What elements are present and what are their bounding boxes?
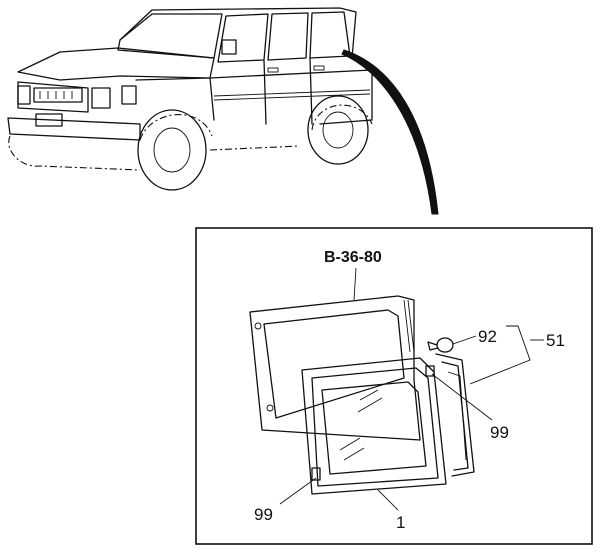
reference-leader (353, 267, 357, 301)
rear-door-window (267, 12, 309, 61)
window-glass (321, 381, 427, 475)
reference-label: B-36-80 (324, 249, 382, 266)
leader-92 (452, 335, 477, 345)
fastener-99-top (425, 365, 435, 377)
headlight-side (121, 85, 137, 105)
detail-pointer-arrow (341, 49, 439, 215)
front-wheel (137, 109, 207, 191)
leader-1 (377, 489, 399, 511)
fastener-92 (427, 337, 454, 353)
callout-1: 1 (396, 513, 405, 532)
leader-99-left (279, 477, 317, 505)
callout-51: 51 (546, 331, 565, 350)
license-plate (35, 113, 63, 127)
detail-frame (195, 227, 593, 545)
quarter-glass-assembly (301, 357, 447, 495)
door-opening-frame (249, 295, 421, 441)
fastener-99-bottom (311, 467, 321, 481)
callout-99-left: 99 (254, 505, 273, 524)
headlight-right (91, 87, 111, 109)
headlight-left (17, 85, 31, 105)
callout-99-right: 99 (490, 423, 509, 442)
callout-92: 92 (478, 327, 497, 346)
glass-weatherstrip (435, 353, 475, 477)
leader-99-right (431, 373, 493, 421)
leader-51-bracket (469, 325, 531, 385)
suv-illustration (7, 7, 373, 191)
front-bumper (7, 117, 141, 141)
rear-wheel (307, 95, 369, 165)
side-mirror (221, 39, 237, 55)
grille (33, 87, 83, 103)
